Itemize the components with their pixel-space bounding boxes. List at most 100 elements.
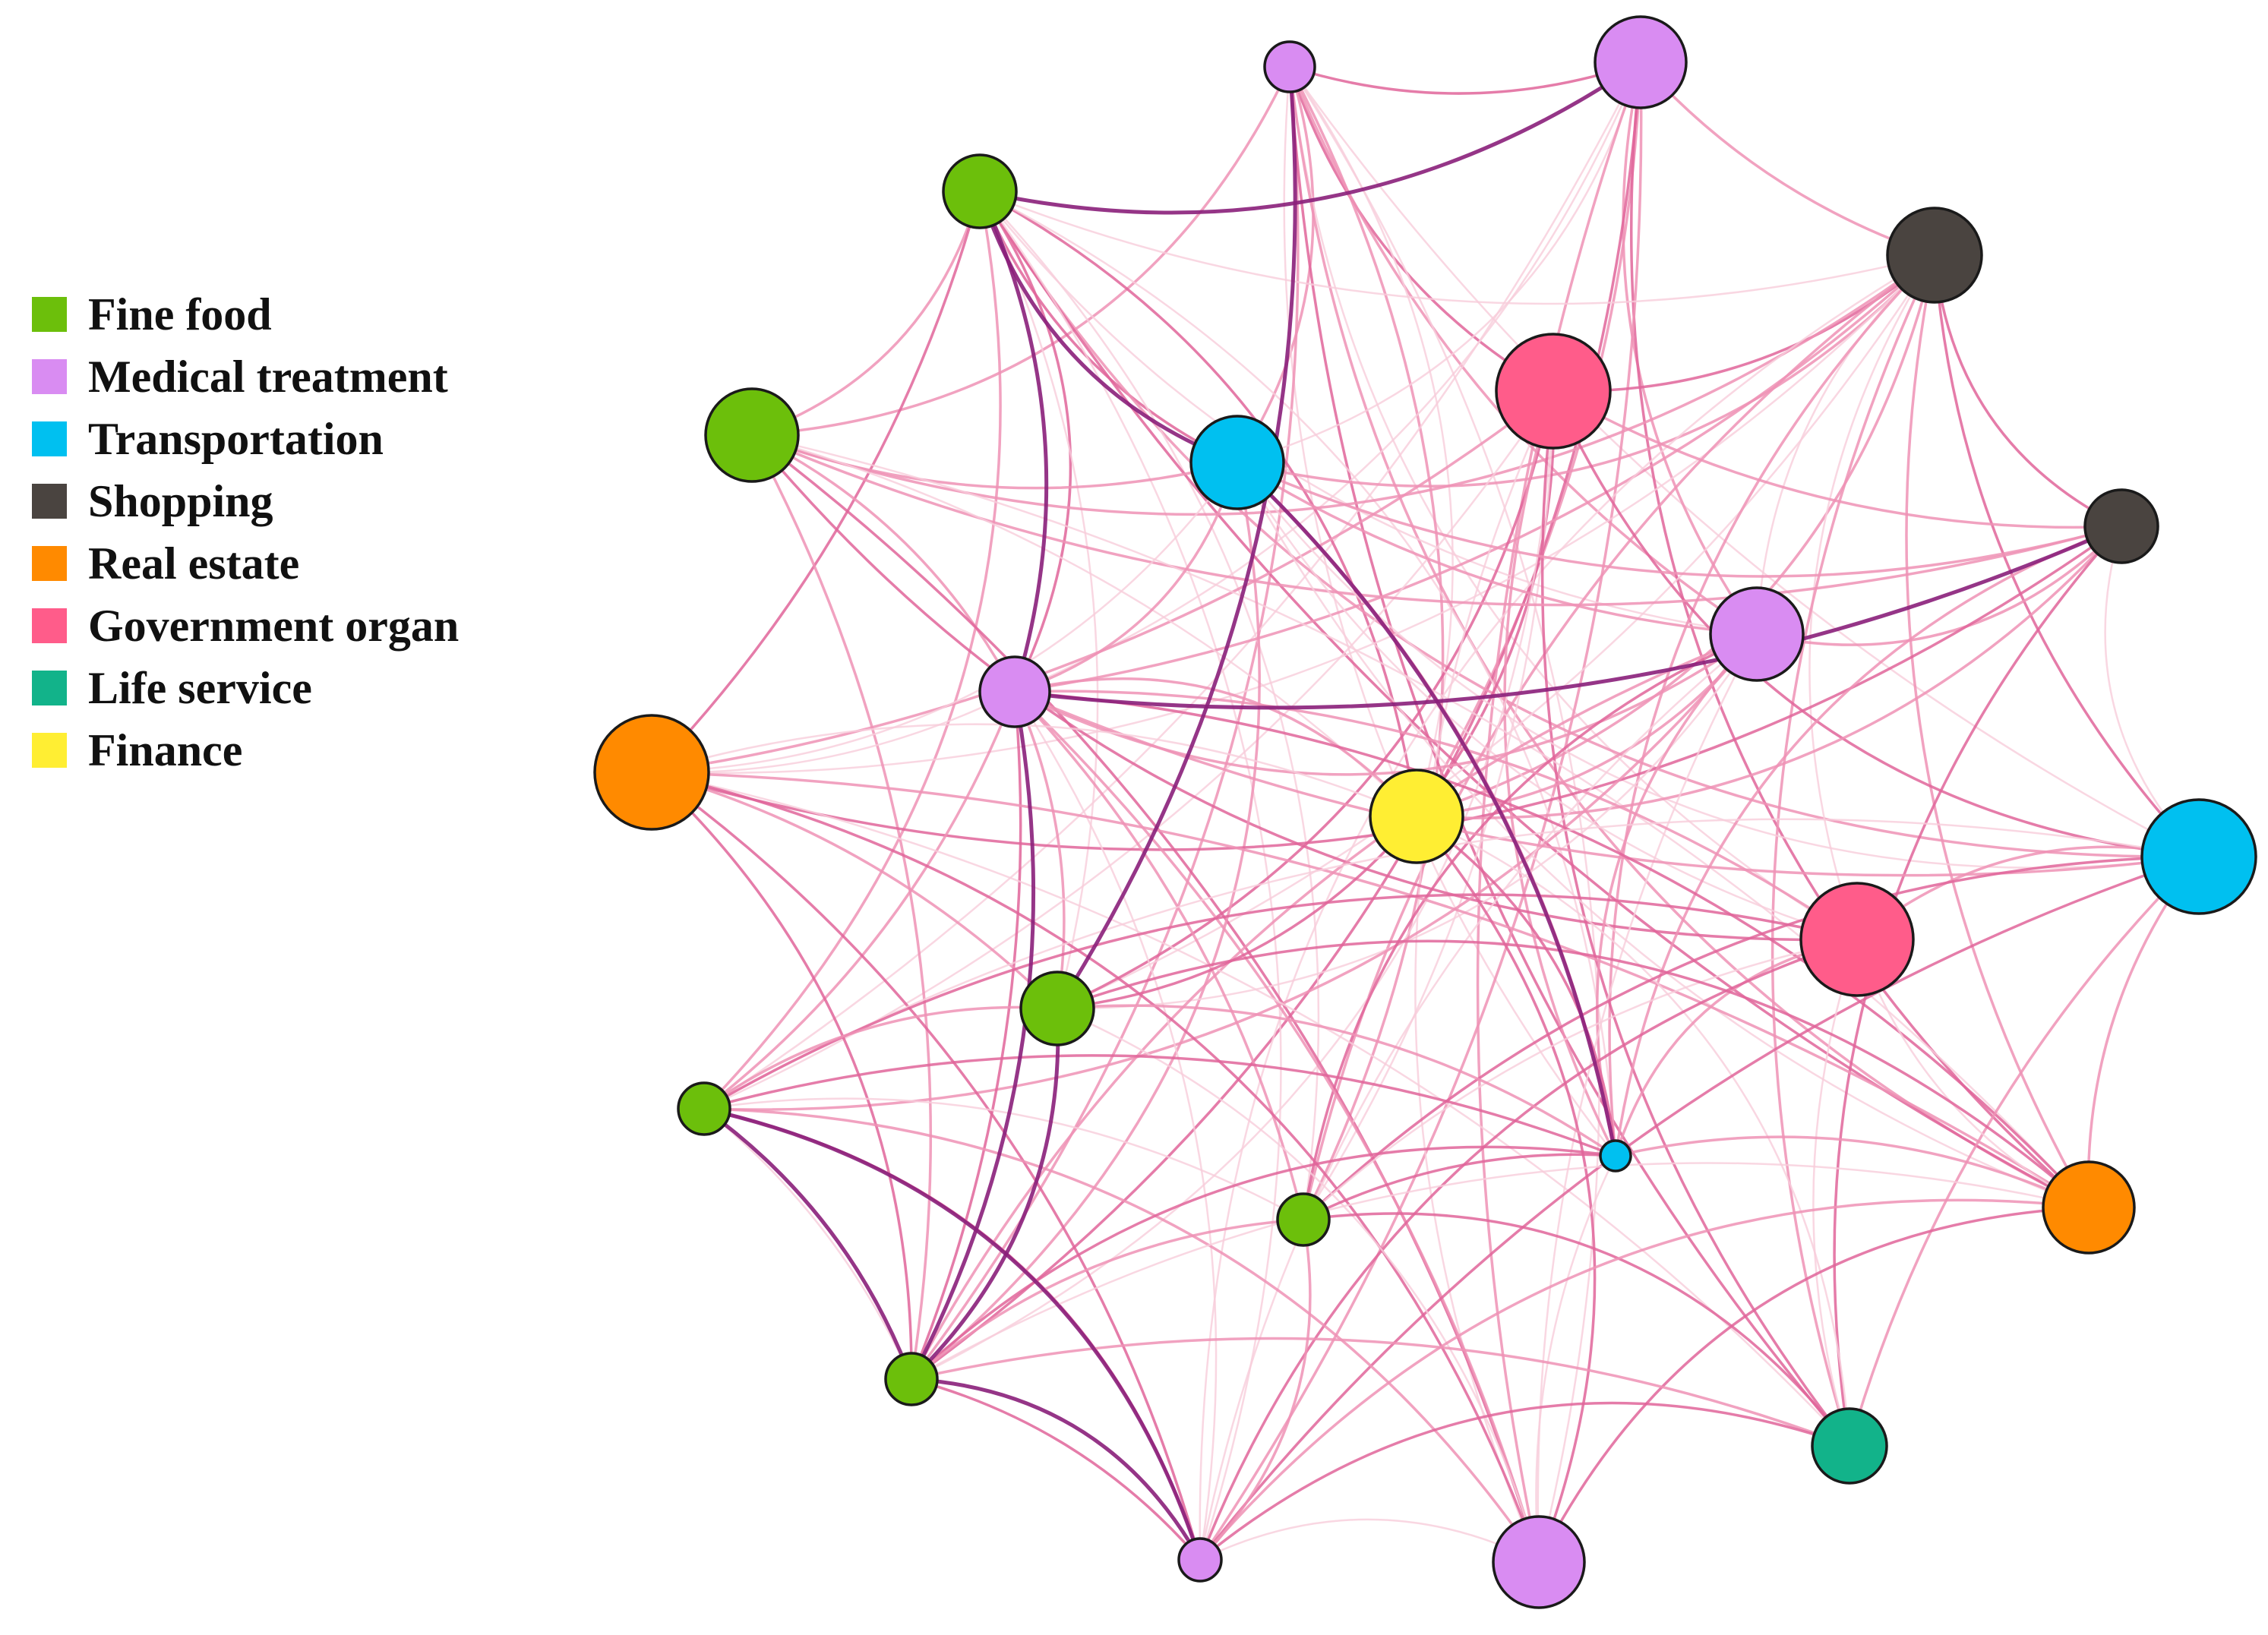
edge: [1288, 66, 2200, 858]
edge: [1770, 254, 1936, 1447]
edge: [703, 633, 1758, 1111]
node-government-organ: [1495, 333, 1612, 450]
edge: [651, 390, 1555, 774]
node-real-estate: [593, 714, 710, 831]
legend-label: Medical treatment: [88, 352, 448, 402]
edge: [1057, 1007, 1540, 1563]
edge: [651, 723, 1417, 818]
edge: [1199, 1198, 2090, 1561]
node-fine-food: [1019, 971, 1095, 1046]
edge: [1199, 1518, 1540, 1564]
edge: [1933, 254, 2200, 858]
edge: [1014, 677, 1418, 818]
edge: [1302, 855, 2200, 1221]
node-fine-food: [677, 1081, 731, 1136]
edge: [1614, 525, 2122, 1157]
edge: [1553, 390, 2122, 529]
legend-swatch: [32, 546, 67, 581]
edge: [1057, 633, 1758, 1010]
node-shopping: [2083, 488, 2159, 564]
edge: [703, 893, 1858, 1110]
edge: [1057, 390, 1555, 1010]
edge: [1014, 524, 2123, 710]
node-layer: [593, 15, 2257, 1609]
edge: [703, 191, 1002, 1110]
edge: [751, 254, 1936, 516]
legend-label: Life service: [88, 663, 312, 713]
legend-swatch: [32, 421, 67, 456]
edge: [751, 434, 2090, 1208]
edge: [703, 1054, 1616, 1157]
node-life-service: [1811, 1407, 1888, 1485]
edge: [978, 191, 2200, 858]
node-medical-treatment: [1177, 1537, 1223, 1583]
edge: [979, 190, 1935, 305]
edge: [703, 691, 1016, 1110]
legend-swatch: [32, 671, 67, 705]
edge: [1237, 461, 2122, 578]
edge: [703, 1097, 1304, 1221]
legend-swatch: [32, 484, 67, 519]
edge: [1415, 815, 1617, 1157]
edge: [911, 1378, 1202, 1561]
edge: [1302, 254, 1936, 1220]
edge: [1615, 1135, 2090, 1209]
edge: [1014, 462, 1239, 693]
node-fine-food: [1276, 1192, 1331, 1247]
edge: [1199, 938, 1858, 1561]
edge: [1057, 254, 1936, 1010]
legend-label: Real estate: [88, 538, 299, 589]
edge: [703, 1106, 914, 1380]
edge: [1013, 691, 1066, 1009]
edge: [1013, 690, 1305, 1220]
edge: [1303, 938, 1858, 1220]
edge: [651, 462, 1239, 774]
edge: [703, 1005, 1058, 1110]
edge: [910, 633, 1758, 1380]
edge: [910, 691, 1022, 1380]
edge: [1639, 61, 1935, 257]
edge: [1288, 66, 1445, 1220]
edge: [1503, 390, 1617, 1157]
edge: [651, 771, 1850, 1447]
legend-label: Transportation: [88, 414, 384, 464]
edge: [1537, 1206, 2090, 1563]
edge: [651, 254, 1935, 775]
edge: [978, 191, 1238, 465]
legend-swatch: [32, 733, 67, 768]
edge: [1014, 633, 1758, 776]
edge: [1756, 525, 2123, 646]
edge: [1236, 461, 1618, 1157]
edge: [911, 1377, 1202, 1561]
edge: [703, 1106, 1202, 1561]
node-fine-food: [704, 387, 800, 483]
edge: [1237, 461, 1758, 636]
edge: [910, 1145, 1616, 1381]
legend-label: Finance: [88, 725, 242, 775]
edge: [910, 1218, 1304, 1381]
node-transportation: [1599, 1139, 1632, 1173]
edge: [751, 191, 981, 437]
edge: [909, 691, 1036, 1381]
legend-swatch: [32, 297, 67, 332]
node-transportation: [2140, 798, 2257, 915]
edge: [1199, 1401, 1850, 1561]
node-shopping: [1886, 207, 1983, 304]
edge: [1283, 66, 1616, 1157]
edge: [1540, 390, 1851, 1447]
edge: [1416, 815, 1851, 1447]
legend-label: Fine food: [88, 289, 272, 339]
edge: [979, 191, 1758, 636]
edge: [1288, 66, 1554, 393]
edge: [1013, 691, 1218, 1561]
edge: [979, 190, 1617, 1157]
legend-swatch: [32, 608, 67, 643]
edge: [1236, 462, 2090, 1209]
edge: [1905, 254, 2090, 1208]
edge: [911, 1162, 2090, 1381]
edge: [703, 1107, 1540, 1563]
edge: [1415, 390, 1556, 818]
edge: [751, 434, 2122, 607]
node-medical-treatment: [1594, 15, 1688, 109]
